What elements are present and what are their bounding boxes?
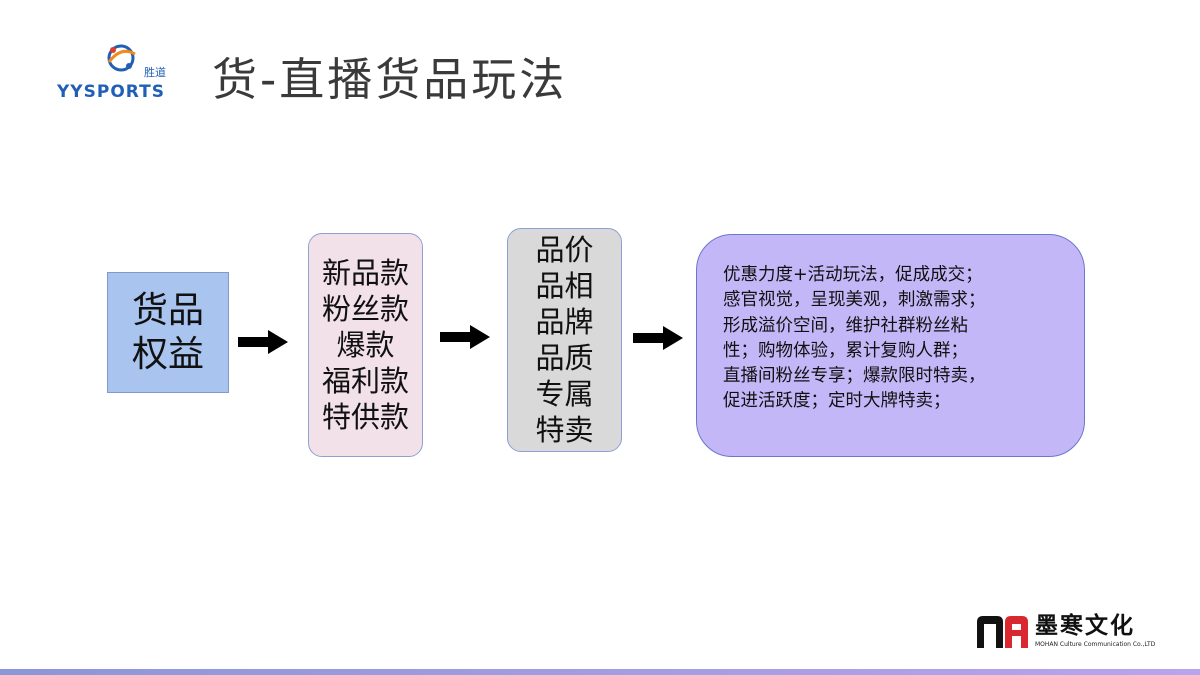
bottom-bar [0, 669, 1200, 675]
product-types-list: 新品款粉丝款爆款福利款特供款 [322, 255, 409, 435]
list-line: 品相 [535, 269, 594, 303]
product-qualities-list: 品价品相品牌品质专属特卖 [535, 232, 593, 448]
list-line: 粉丝款 [321, 292, 409, 326]
box-outcomes: 优惠力度+活动玩法，促成成交； 感官视觉，呈现美观，刺激需求； 形成溢价空间，维护社… [696, 234, 1085, 457]
box-goods-rights: 货品 权益 [107, 272, 229, 393]
list-line: 促进活跃度；定时大牌特卖； [723, 391, 951, 412]
arrow-right-icon [238, 330, 288, 354]
list-line: 品价 [535, 233, 594, 267]
arrow-right-icon [440, 325, 490, 349]
arrow-right-icon [633, 326, 683, 350]
page-title: 货-直播货品玩法 [212, 53, 568, 106]
box-product-types: 新品款粉丝款爆款福利款特供款 [308, 233, 423, 457]
logo-text: YYSPORTS [56, 82, 165, 102]
list-line: 优惠力度+活动玩法，促成成交； [723, 265, 983, 285]
brand-name: 墨寒文化 [1035, 613, 1135, 639]
list-line: 特卖 [535, 413, 594, 447]
list-line: 形成溢价空间，维护社群粉丝粘 [723, 315, 968, 336]
mohan-logo-icon [975, 614, 1030, 650]
outcomes-list: 优惠力度+活动玩法，促成成交； 感官视觉，呈现美观，刺激需求； 形成溢价空间，维护社… [723, 263, 1060, 415]
box-goods-rights-label: 货品 权益 [131, 289, 204, 375]
list-line: 特供款 [321, 400, 409, 434]
logo-sub-text: 胜道 [144, 65, 166, 79]
yysports-logo-icon: 胜道 YYSPORTS [56, 44, 166, 102]
mohan-brand: 墨寒文化 MOHAN Culture Communication Co.,LTD [975, 612, 1170, 652]
list-line: 感官视觉，呈现美观，刺激需求； [723, 290, 986, 311]
list-line: 专属 [535, 377, 594, 411]
list-line: 品质 [535, 341, 594, 375]
list-line: 爆款 [336, 328, 395, 362]
brand-subtitle: MOHAN Culture Communication Co.,LTD [1035, 641, 1156, 648]
list-line: 福利款 [321, 364, 409, 398]
list-line: 性；购物体验，累计复购人群； [723, 340, 968, 361]
list-line: 品牌 [535, 305, 594, 339]
yysports-logo: 胜道 YYSPORTS [55, 42, 180, 104]
box-product-qualities: 品价品相品牌品质专属特卖 [507, 228, 622, 452]
list-line: 直播间粉丝专享；爆款限时特卖， [723, 366, 986, 387]
list-line: 新品款 [321, 256, 409, 290]
